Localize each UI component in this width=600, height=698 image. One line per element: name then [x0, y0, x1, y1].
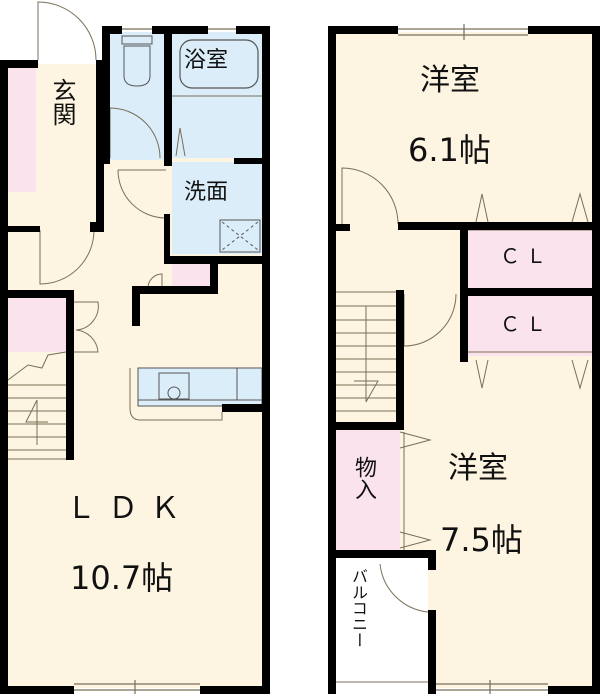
closet-1-label: ＣＬ: [500, 244, 552, 268]
closet-2-label: ＣＬ: [500, 312, 552, 336]
ldk-size-label: 10.7帖: [70, 559, 174, 597]
washroom-label: 洗面: [184, 180, 229, 205]
western-room-1-label: 洋室: [420, 63, 480, 98]
ldk-label: ＬＤＫ: [66, 491, 192, 526]
first-floor: [0, 0, 270, 694]
balcony-label: バルコニー: [349, 568, 368, 648]
storage-label: 物入: [351, 456, 376, 500]
western-room-2-size-label: 7.5帖: [440, 521, 523, 559]
western-room-2-label: 洋室: [448, 451, 508, 486]
bathroom-label: 浴室: [184, 48, 229, 73]
genkan-label: 玄関: [48, 78, 76, 126]
second-floor: [328, 24, 600, 694]
western-room-1-size-label: 6.1帖: [408, 131, 491, 169]
